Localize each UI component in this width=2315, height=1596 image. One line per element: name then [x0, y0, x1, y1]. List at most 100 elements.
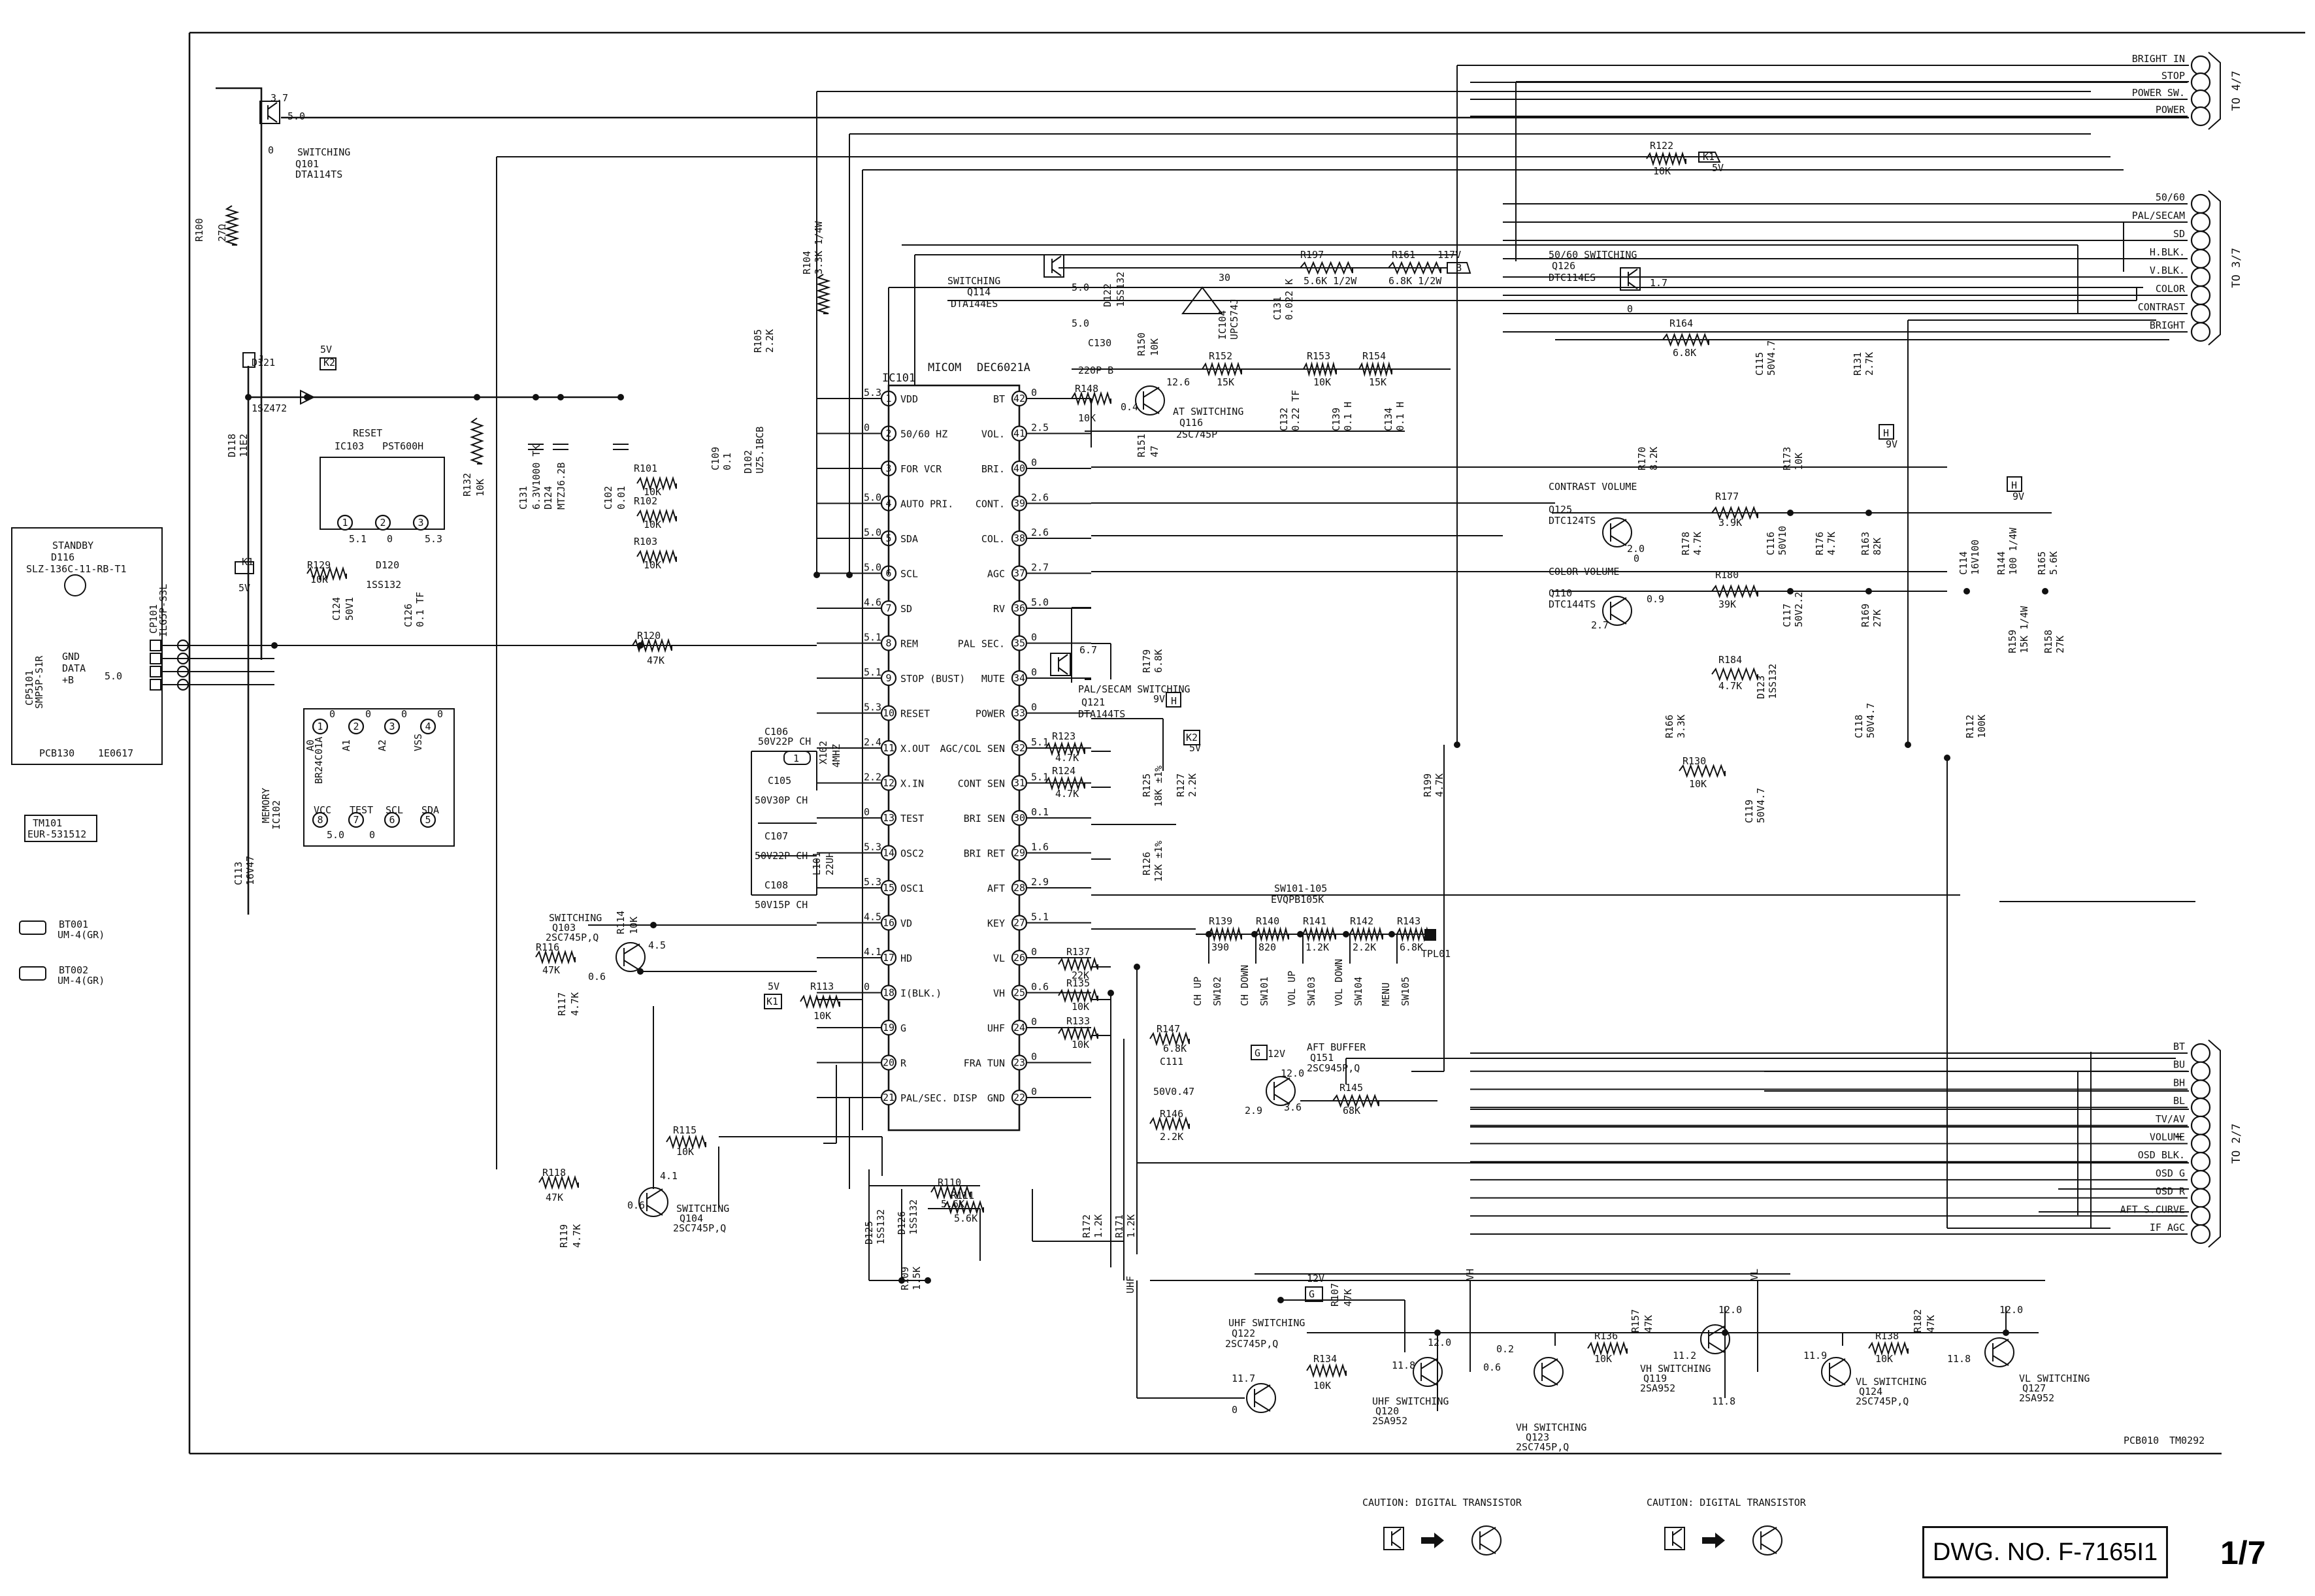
ic101-pin-number: 23: [1013, 1057, 1025, 1069]
drawing-number: DWG. NO. F-7165I1: [1932, 1538, 2158, 1566]
caution-equivalent-transistor-1: [1479, 1527, 1496, 1538]
q104-transistor: [646, 1188, 663, 1199]
ic104-part: UPC574J: [1228, 299, 1240, 340]
ic102-pin-number: 1: [317, 721, 323, 732]
h-connector: [1879, 424, 1894, 440]
cap-ref: C132: [1278, 408, 1290, 431]
cap-ref: C139: [1330, 408, 1342, 431]
q121-title: PAL/SECAM SWITCHING: [1078, 683, 1190, 695]
q120-part: 2SA952: [1372, 1415, 1407, 1427]
r117-value: 4.7K: [569, 992, 581, 1016]
vertical-part-value: 3.3K: [1675, 715, 1687, 738]
q104-voltage: 4.1: [660, 1170, 678, 1182]
standby-led-symbol: [64, 574, 86, 596]
r115-ref: R115: [673, 1124, 697, 1136]
ic101-pin-name: I(BLK.): [900, 988, 942, 1000]
connector-signal-label: H.BLK.: [2150, 246, 2185, 258]
vertical-part-value: 15K 1/4W: [2018, 606, 2030, 653]
k1-connector-right: [1698, 152, 1721, 163]
q121-part: DTA144TS: [1078, 708, 1125, 720]
switches-part: EVQPB105K: [1271, 894, 1324, 905]
q126-part: DTC114ES: [1549, 272, 1596, 284]
ic101-pin-voltage: 0: [1031, 1086, 1037, 1098]
g-connector: [1251, 1045, 1268, 1060]
c124-value: 50V1: [344, 597, 355, 621]
ic102-pin: [419, 811, 436, 828]
q120-base-voltage: 11.8: [1392, 1360, 1415, 1371]
bt002-symbol: [19, 966, 46, 981]
connector-pin: [150, 679, 161, 691]
q127-base-voltage: 11.8: [1947, 1353, 1971, 1365]
connector-signal-label: 50/60: [2156, 191, 2185, 203]
junction-dot: [2042, 588, 2048, 594]
switch-function-label: MENU: [1380, 983, 1392, 1006]
r154-value: 15K: [1369, 376, 1387, 388]
ic101-pin-name: G: [900, 1022, 906, 1034]
connector-signal-label: VOLUME: [2150, 1132, 2185, 1143]
r138-resistor: [1868, 1341, 1909, 1356]
switch-resistor-ref: R140: [1256, 915, 1279, 927]
ic101-pin-voltage: 5.3: [864, 702, 881, 713]
connector-signal-label: POWER: [2156, 104, 2186, 116]
connector-signal-label: V.BLK.: [2150, 265, 2185, 276]
drawing-number-box: DWG. NO. F-7165I1: [1922, 1526, 2168, 1578]
junction-dot: [898, 1277, 905, 1284]
ic103-pin-number: 3: [418, 517, 423, 529]
q120-emitter-voltage: 12.0: [1428, 1337, 1451, 1348]
ic101-pin-voltage: 2.5: [1031, 422, 1049, 434]
q114-voltage-2: 5.0: [1072, 318, 1089, 329]
junction-dot: [1944, 755, 1950, 761]
q119-part: 2SA952: [1640, 1382, 1675, 1394]
ic102-pin-name: A0: [304, 740, 316, 751]
q114-digital-transistor: [1043, 254, 1064, 278]
cap-ref: C134: [1383, 408, 1394, 431]
r146-value: 2.2K: [1160, 1131, 1183, 1143]
ic101-pin-number: 37: [1013, 568, 1025, 579]
ic101-pin-name: PAL SEC.: [958, 638, 1005, 650]
ic101-pin-name: OSC1: [900, 883, 924, 894]
q124-transistor: [1821, 1357, 1851, 1387]
ic101-pin-number: 30: [1013, 812, 1025, 824]
ic101-pin-number: 24: [1013, 1022, 1025, 1034]
r161-value: 6.8K 1/2W: [1388, 275, 1442, 287]
junction-dot: [846, 572, 853, 578]
arrow-icon: [1421, 1533, 1444, 1548]
q124-ref: Q124: [1859, 1386, 1882, 1397]
ic102-pin: [312, 718, 329, 735]
caution-digital-transistor-1: [1391, 1528, 1402, 1536]
q101-output-voltage: 5.0: [287, 110, 305, 122]
standby-pin-label: +B: [62, 674, 74, 686]
r124-ref: R124: [1052, 765, 1075, 777]
q122-transistor: [1254, 1401, 1271, 1412]
vertical-part-ref: C118: [1853, 715, 1865, 738]
q116-part: 2SC745P: [1176, 429, 1217, 440]
q121-digital-transistor: [1050, 653, 1071, 676]
q120-transistor: [1413, 1357, 1443, 1387]
vertical-part-value: 50V2.2: [1793, 592, 1805, 627]
ic102-pin-number: 4: [425, 721, 431, 732]
vertical-part-value: 27K: [1871, 610, 1883, 627]
r129-resistor: [306, 566, 347, 581]
cp5101-ref: CP5101: [24, 670, 35, 706]
r124-resistor: [1045, 775, 1085, 791]
connector-signal-label: OSD BLK.: [2138, 1149, 2185, 1161]
ic101-pin-name: BT: [993, 393, 1005, 405]
q114-part: DTA144ES: [951, 298, 998, 310]
k2-connector-2: [1183, 730, 1200, 745]
ic103-pin: [412, 514, 429, 531]
connector-pin: [2190, 106, 2211, 127]
connector-destination: TO 3/7: [2230, 248, 2243, 287]
r132-resistor: [470, 417, 484, 464]
r131-ref: R131: [1852, 352, 1863, 376]
r172-value: 1.2K: [1092, 1214, 1104, 1238]
q125-transistor: [1602, 517, 1632, 547]
cp101-part: ILG5P-S3L: [157, 584, 169, 637]
r184-ref: R184: [1718, 654, 1742, 666]
ic101-pin-voltage: 5.1: [864, 666, 881, 678]
switch-ref: SW102: [1211, 977, 1223, 1006]
ic101-pin-voltage: 0: [1031, 1051, 1037, 1063]
ic101-pin-voltage: 5.0: [864, 527, 881, 538]
ic102-vcc-voltage: 5.0: [327, 829, 344, 841]
junction-dot: [1434, 1329, 1441, 1336]
d122-part: 1SS132: [1115, 272, 1126, 307]
